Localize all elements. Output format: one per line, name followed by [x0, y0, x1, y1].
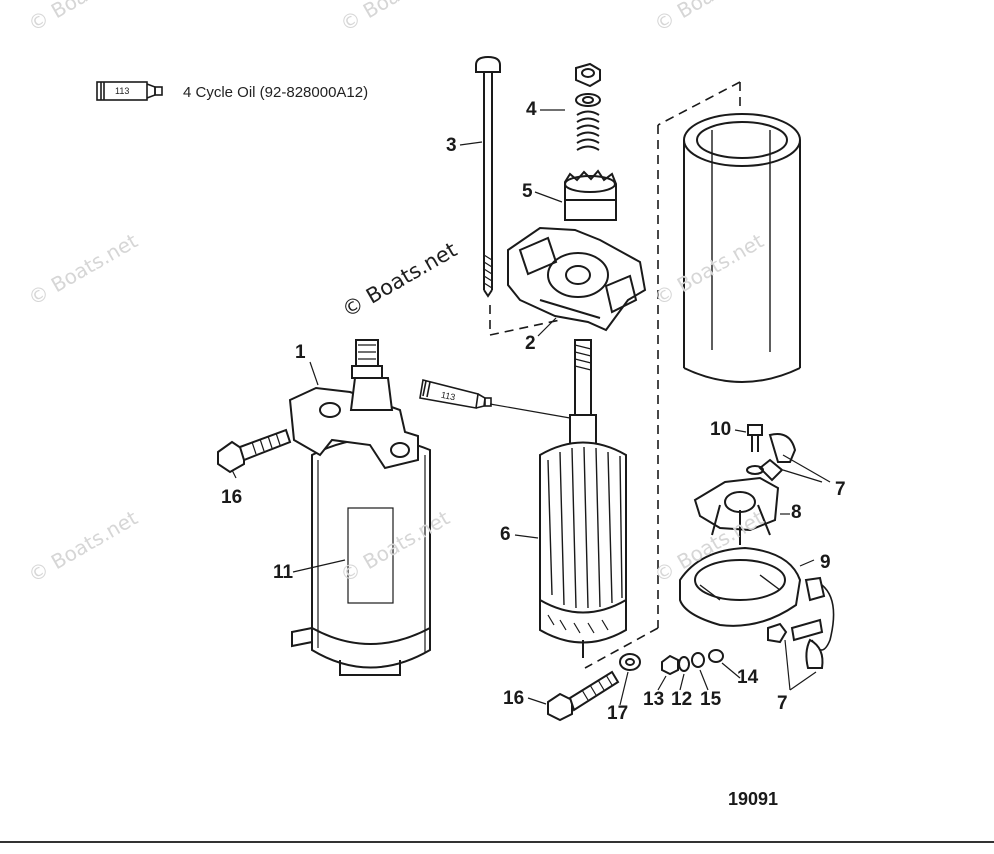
brush-plate-part-8 [693, 458, 784, 545]
callout-15: 15 [700, 689, 722, 710]
leader-lines [231, 109, 831, 706]
starter-housing-tube [683, 113, 801, 383]
small-hardware-parts [619, 649, 724, 676]
callout-9: 9 [820, 552, 831, 573]
bolt-part-16-upper [217, 428, 292, 474]
legend-text: 4 Cycle Oil (92-828000A12) [183, 84, 369, 101]
callout-10: 10 [710, 419, 732, 440]
callout-14: 14 [737, 667, 759, 688]
figure-number: 19091 [728, 789, 779, 809]
nut-spring-kit-part-4 [575, 62, 601, 151]
terminal-part-7-lower [767, 618, 824, 669]
bolt-part-16-lower [547, 670, 620, 722]
callout-5: 5 [522, 181, 533, 202]
armature-part-6 [539, 339, 627, 658]
lower-end-cap-part-9 [679, 546, 835, 651]
through-bolt-part-3 [475, 55, 501, 298]
callout-1: 1 [295, 342, 306, 363]
callout-7-upper: 7 [835, 479, 846, 500]
callout-2: 2 [525, 333, 536, 354]
starter-motor-assembly-part-1 [288, 339, 431, 676]
lube-tube-icon [419, 379, 492, 409]
dashed-alignment-lines [489, 81, 741, 669]
callout-4: 4 [526, 99, 537, 120]
oil-tube-icon [96, 81, 163, 101]
callout-12: 12 [671, 689, 693, 710]
callout-16-upper: 16 [221, 487, 243, 508]
bottom-divider [0, 841, 994, 843]
callout-7-lower: 7 [777, 693, 788, 714]
callout-16-lower: 16 [503, 688, 525, 709]
upper-end-cap-part-2 [507, 226, 647, 332]
legend-tube-code: 113 [115, 86, 130, 96]
callout-11: 11 [273, 562, 294, 583]
callout-17: 17 [607, 703, 629, 724]
callout-3: 3 [446, 135, 457, 156]
callout-6: 6 [500, 524, 511, 545]
callout-8: 8 [791, 502, 802, 523]
pinion-gear-part-5 [564, 169, 617, 221]
callout-13: 13 [643, 689, 665, 710]
